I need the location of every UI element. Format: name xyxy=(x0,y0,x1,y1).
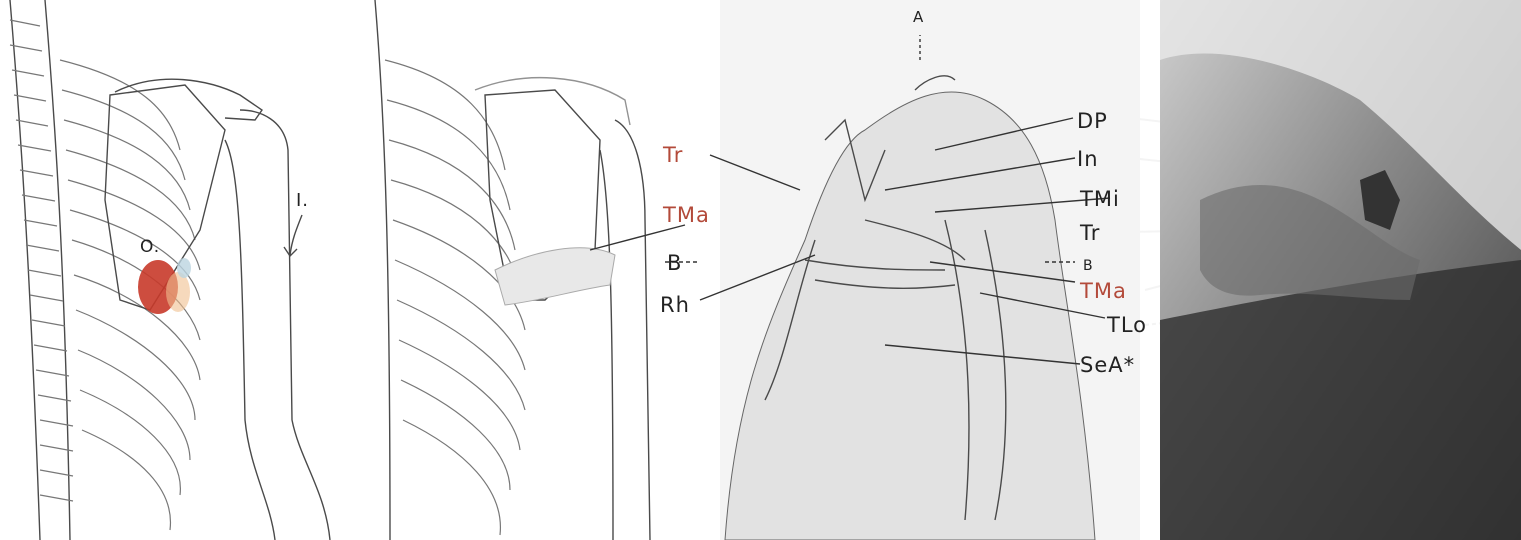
label-sea: SeA* xyxy=(1080,353,1135,377)
insertion-arrow xyxy=(284,215,302,256)
label-tr-left: Tr xyxy=(662,143,683,167)
label-a: A xyxy=(913,8,924,26)
label-b-right: B xyxy=(1083,258,1094,274)
label-tr-right: Tr xyxy=(1079,221,1100,245)
label-b-left: B xyxy=(667,251,682,275)
spine xyxy=(10,0,73,540)
insertion-label: I. xyxy=(296,190,309,211)
muscle-sketch xyxy=(720,0,1140,540)
label-tmi: TMi xyxy=(1079,187,1120,211)
skeleton-outline xyxy=(375,0,650,540)
label-tlo: TLo xyxy=(1106,313,1147,337)
skeleton-drawing: O. I. xyxy=(0,0,345,540)
label-tma-right: TMa xyxy=(1079,279,1127,303)
origin-label: O. xyxy=(140,237,160,257)
photo-rendering xyxy=(1160,0,1521,540)
label-dp: DP xyxy=(1077,109,1108,133)
label-tma-left: TMa xyxy=(662,203,710,227)
label-in: In xyxy=(1077,147,1099,171)
humerus xyxy=(225,110,330,540)
photo-panel xyxy=(1160,0,1521,540)
clavicle xyxy=(115,79,262,120)
skeleton-panel-origin-insertion: O. I. xyxy=(0,0,345,540)
label-rh: Rh xyxy=(660,293,690,317)
